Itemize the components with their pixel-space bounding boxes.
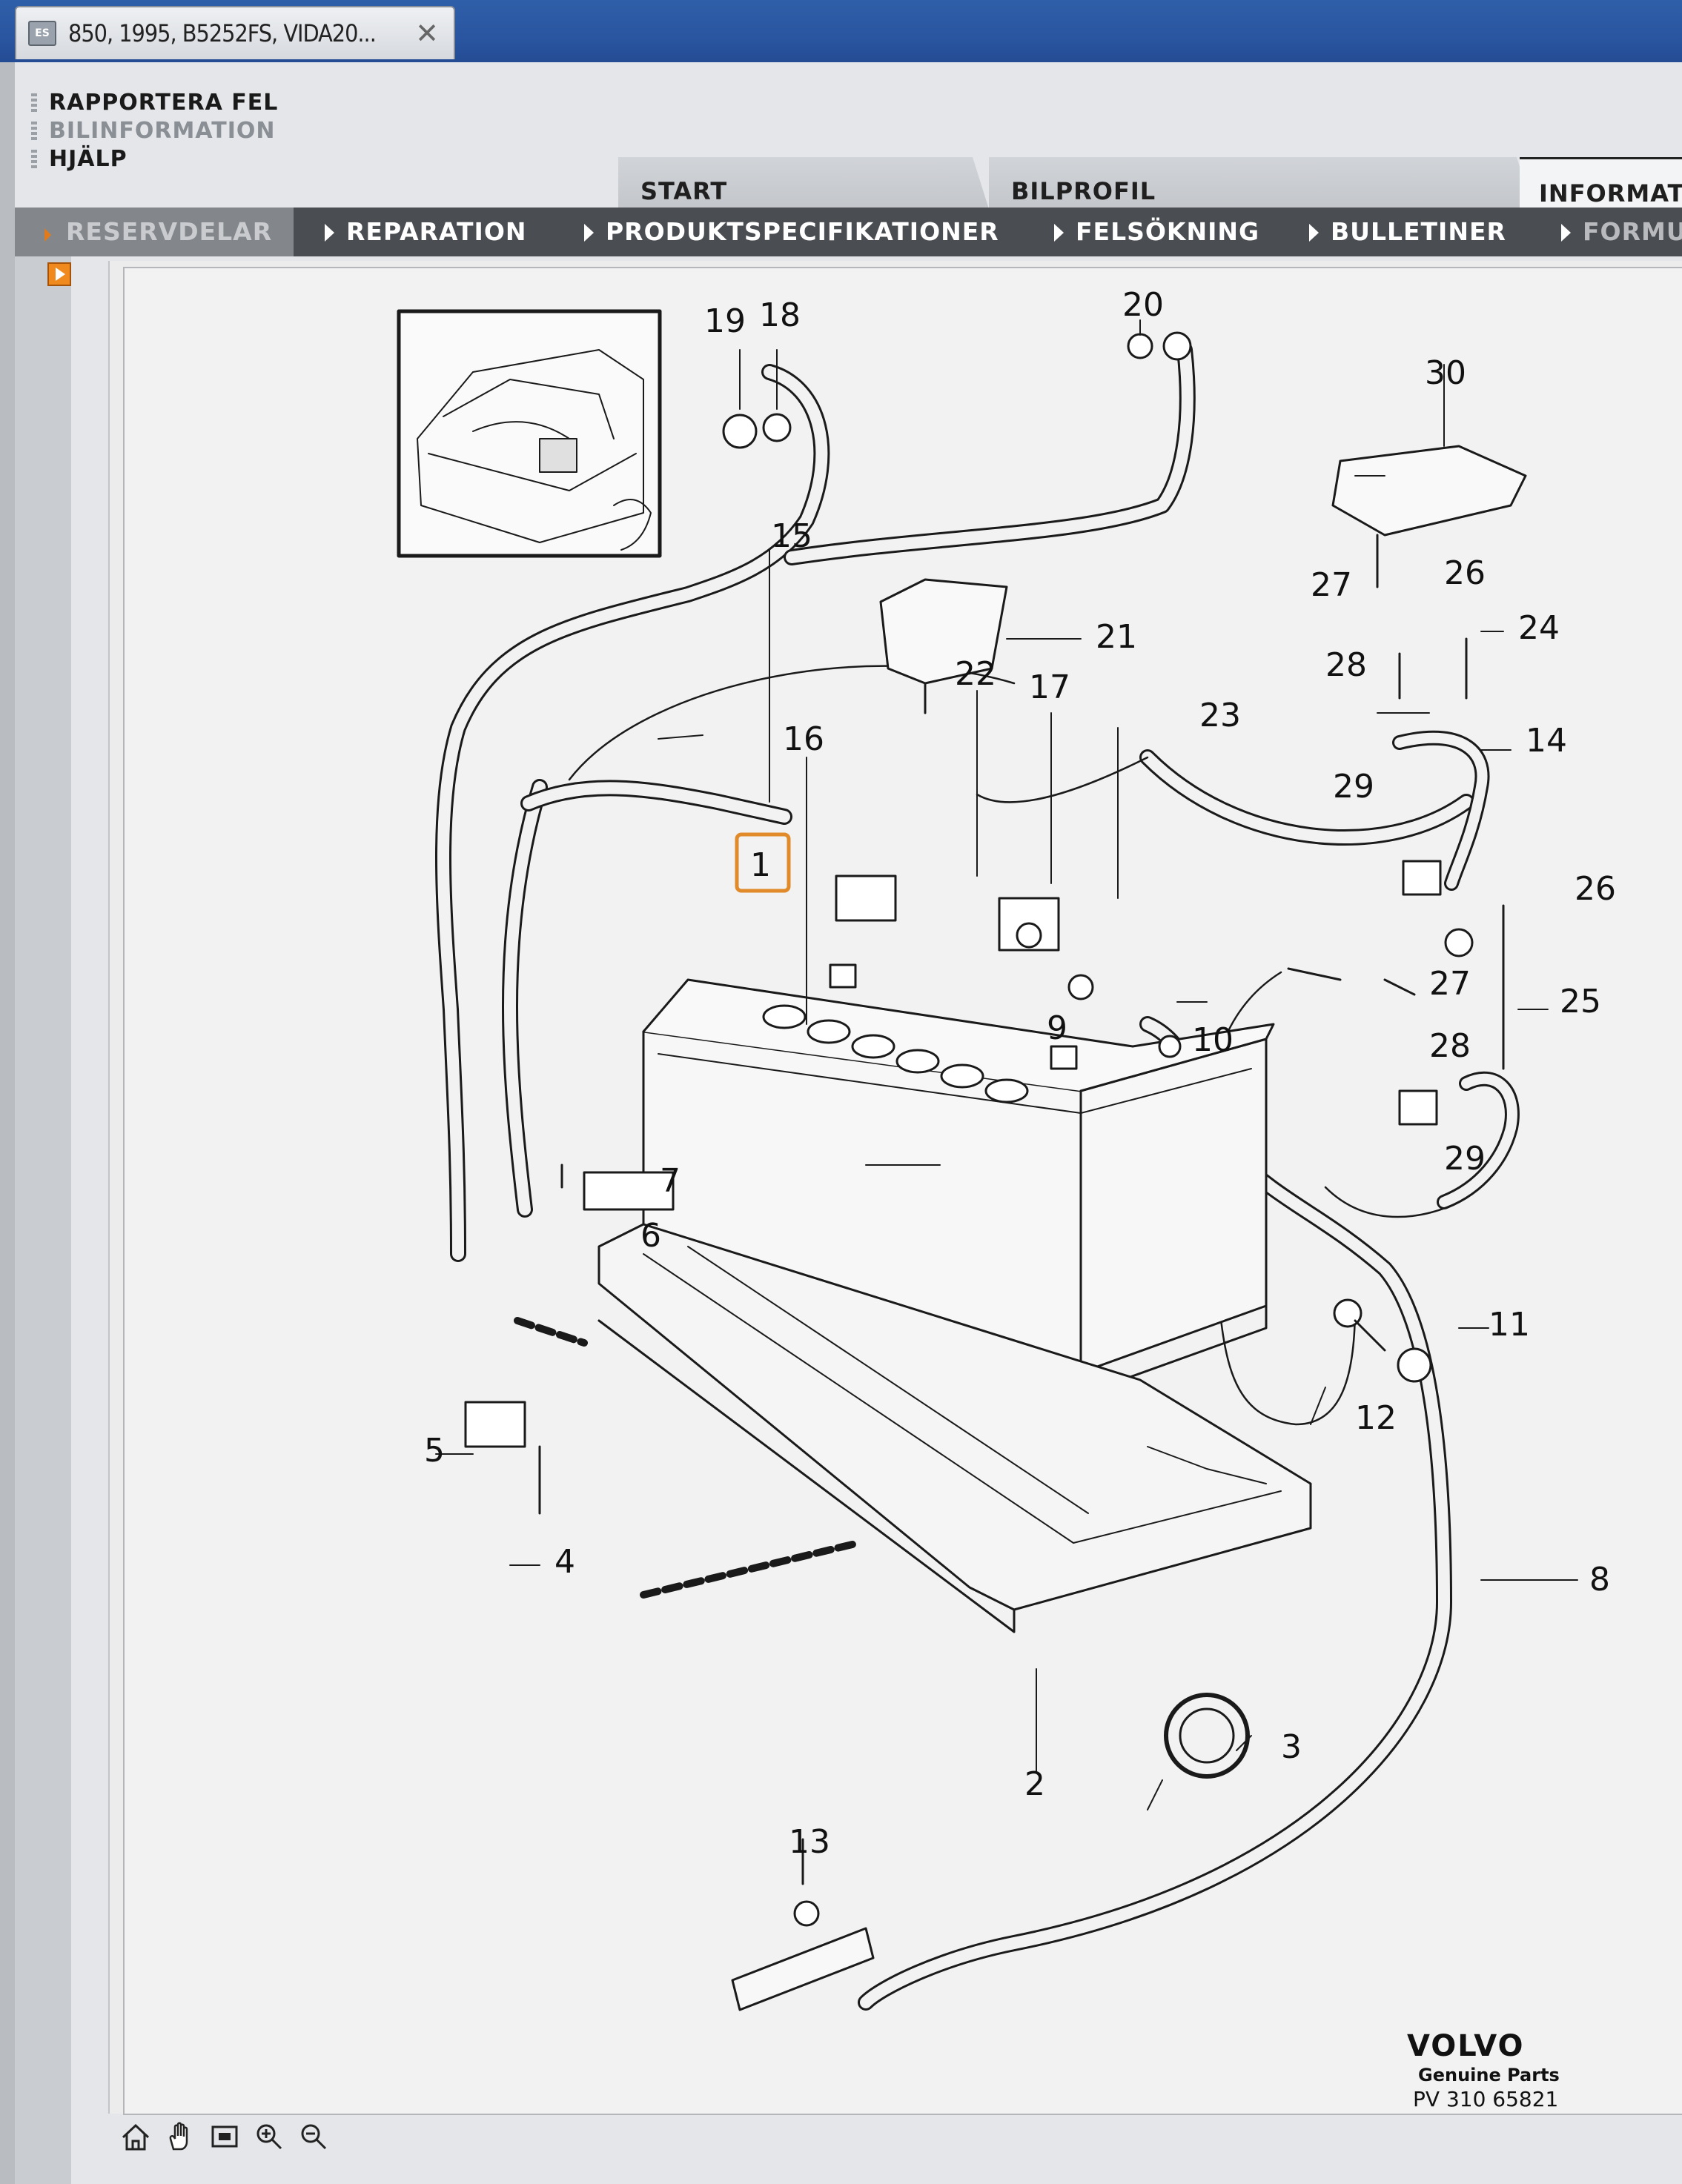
part-label[interactable]: 21 <box>1096 618 1137 656</box>
part-label[interactable]: 25 <box>1560 983 1601 1020</box>
tab-bilprofil[interactable]: BILPROFIL <box>989 157 1533 209</box>
expand-panel-button[interactable] <box>47 262 71 286</box>
part-label[interactable]: 12 <box>1355 1399 1397 1437</box>
part-label[interactable]: 29 <box>1444 1140 1486 1178</box>
part-label[interactable]: 24 <box>1518 609 1560 647</box>
part-label[interactable]: 3 <box>1281 1728 1302 1766</box>
link-hjalp[interactable]: HJÄLP <box>31 145 278 173</box>
arrow-right-icon <box>1561 224 1571 242</box>
part-label[interactable]: 27 <box>1311 566 1352 604</box>
left-gutter <box>15 256 71 2184</box>
zoom-in-icon[interactable] <box>252 2120 286 2154</box>
nav-reservdelar[interactable]: RESERVDELAR <box>15 208 294 256</box>
part-label[interactable]: 8 <box>1589 1561 1610 1599</box>
tab-start[interactable]: START <box>618 157 989 209</box>
close-tab-icon[interactable]: ✕ <box>415 17 439 50</box>
part-label[interactable]: 17 <box>1029 668 1070 706</box>
volvo-logo: VOLVO Genuine Parts PV 310 65821 <box>1407 2029 1560 2111</box>
part-label[interactable]: 27 <box>1429 965 1471 1003</box>
fit-window-icon[interactable] <box>208 2120 242 2154</box>
part-label[interactable]: 20 <box>1122 286 1164 324</box>
nav-label: REPARATION <box>346 217 527 246</box>
part-label[interactable]: 19 <box>704 302 746 340</box>
nav-reparation[interactable]: REPARATION <box>325 208 527 256</box>
tab-information[interactable]: INFORMAT <box>1520 157 1682 209</box>
part-label[interactable]: 22 <box>955 655 996 693</box>
link-bilinformation[interactable]: BILINFORMATION <box>31 117 278 145</box>
top-links: RAPPORTERA FEL BILINFORMATION HJÄLP <box>31 89 278 173</box>
diagram-canvas: 1 2 3 4 5 6 7 8 9 10 11 12 13 14 15 16 1… <box>397 286 1616 2111</box>
link-rapportera-fel[interactable]: RAPPORTERA FEL <box>31 89 278 117</box>
exploded-parts-diagram[interactable]: 1 2 3 4 5 6 7 8 9 10 11 12 13 14 15 16 1… <box>123 267 1682 2115</box>
part-label[interactable]: 5 <box>424 1432 445 1470</box>
part-label[interactable]: 14 <box>1526 722 1567 760</box>
brand-logo-text: VOLVO <box>1407 2029 1525 2063</box>
section-nav: RESERVDELAR REPARATION PRODUKTSPECIFIKAT… <box>15 208 1682 256</box>
part-label[interactable]: 11 <box>1489 1306 1530 1344</box>
nav-bulletiner[interactable]: BULLETINER <box>1309 208 1506 256</box>
nav-formular[interactable]: FORMUL <box>1561 208 1682 256</box>
viewer-toolbar <box>119 2120 331 2164</box>
arrow-right-icon <box>1309 224 1319 242</box>
part-label[interactable]: 7 <box>660 1162 681 1200</box>
arrow-right-icon <box>325 224 334 242</box>
active-arrow-icon <box>44 228 51 242</box>
part-label[interactable]: 10 <box>1192 1021 1234 1059</box>
part-label[interactable]: 16 <box>783 720 824 758</box>
nav-label: RESERVDELAR <box>66 217 273 246</box>
document-tab[interactable]: ES 850, 1995, B5252FS, VIDA20... ✕ <box>15 6 455 59</box>
part-label[interactable]: 28 <box>1429 1027 1471 1065</box>
nav-label: FORMUL <box>1583 217 1682 246</box>
pan-hand-icon[interactable] <box>163 2120 197 2154</box>
part-label[interactable]: 26 <box>1575 870 1616 908</box>
window-title-bar: ES 850, 1995, B5252FS, VIDA20... ✕ <box>0 0 1682 62</box>
arrow-right-icon <box>1054 224 1064 242</box>
home-icon[interactable] <box>119 2120 153 2154</box>
nav-produktspecifikationer[interactable]: PRODUKTSPECIFIKATIONER <box>584 208 999 256</box>
part-label[interactable]: 13 <box>789 1823 830 1861</box>
zoom-out-icon[interactable] <box>297 2120 331 2154</box>
nav-felsokning[interactable]: FELSÖKNING <box>1054 208 1259 256</box>
part-label[interactable]: 30 <box>1425 354 1466 392</box>
nav-label: PRODUKTSPECIFIKATIONER <box>606 217 999 246</box>
part-label[interactable]: 9 <box>1047 1009 1067 1047</box>
arrow-right-icon <box>584 224 594 242</box>
part-label[interactable]: 28 <box>1325 646 1367 684</box>
part-label[interactable]: 2 <box>1024 1765 1045 1803</box>
drawing-code: PV 310 65821 <box>1413 2087 1558 2111</box>
selected-part-highlight <box>735 832 791 893</box>
part-label[interactable]: 29 <box>1333 768 1374 806</box>
part-label[interactable]: 1 <box>750 846 771 884</box>
document-tab-title: 850, 1995, B5252FS, VIDA20... <box>68 19 377 47</box>
document-icon: ES <box>28 21 56 46</box>
part-label[interactable]: 18 <box>759 296 801 334</box>
part-label[interactable]: 23 <box>1199 697 1241 734</box>
brand-subtitle: Genuine Parts <box>1418 2065 1560 2085</box>
part-label[interactable]: 4 <box>554 1543 575 1581</box>
part-label[interactable]: 26 <box>1444 554 1486 592</box>
part-label[interactable]: 15 <box>771 517 812 555</box>
parts-drawing-panel: 1 2 3 4 5 6 7 8 9 10 11 12 13 14 15 16 1… <box>108 261 1682 2115</box>
nav-label: FELSÖKNING <box>1076 217 1260 246</box>
part-label[interactable]: 6 <box>640 1217 661 1255</box>
nav-label: BULLETINER <box>1331 217 1506 246</box>
